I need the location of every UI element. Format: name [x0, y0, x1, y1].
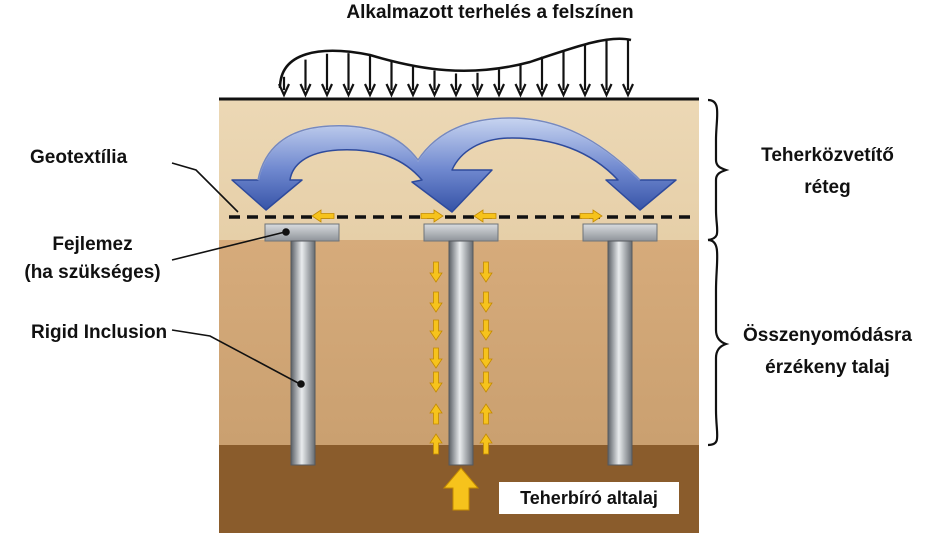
arch-arrow-icon: [231, 116, 677, 213]
load-arrow-head: [406, 83, 420, 98]
load-arrow-head: [363, 83, 377, 98]
small-arrow-icon: [311, 209, 603, 455]
leader-lines: [171, 162, 305, 388]
rigid-inclusion-label: Rigid Inclusion: [31, 322, 168, 343]
small-arrow-icon: [479, 403, 493, 425]
compressible-label-line1: Összenyomódásra: [743, 325, 912, 346]
transfer-brace: [707, 98, 730, 242]
small-arrow-icon: [479, 433, 493, 455]
pile-shaft: [448, 240, 474, 466]
geotextile-leader: [171, 162, 239, 213]
small-arrow-icon: [579, 209, 603, 223]
pile-cap: [582, 223, 658, 242]
rigid-leader-dot: [297, 380, 305, 388]
small-arrow-icon: [479, 371, 493, 393]
pile-cap-label: Fejlemez (ha szükséges): [0, 231, 185, 287]
load-arrow-head: [600, 83, 613, 98]
small-arrow-icon: [429, 319, 443, 341]
load-arrow-head: [449, 83, 463, 98]
load-arrow-head: [514, 83, 527, 98]
brace-icon: [707, 98, 730, 447]
small-arrow-icon: [429, 371, 443, 393]
pile-cap-label-line1: Fejlemez: [52, 234, 133, 255]
load-arrow-head: [578, 83, 592, 98]
load-arrow-head: [492, 83, 506, 98]
small-arrow-icon: [311, 209, 335, 223]
bearing-layer-label: Teherbíró altalaj: [499, 482, 679, 514]
load-arrow-head: [535, 83, 549, 98]
pile-shaft: [607, 240, 633, 466]
load-transfer-label-line1: Teherközvetítő: [761, 145, 894, 166]
load-transfer-layer-label: Teherközvetítő réteg: [720, 140, 935, 204]
compressible-soil-label: Összenyomódásra érzékeny talaj: [720, 320, 935, 384]
small-arrow-icon: [479, 291, 493, 313]
bearing-reaction-arrow-icon: [442, 467, 480, 511]
load-arrow-head: [342, 83, 355, 98]
compressible-label-line2: érzékeny talaj: [765, 357, 890, 378]
rigid-leader: [171, 329, 301, 385]
small-arrow-icon: [429, 403, 443, 425]
small-arrow-icon: [429, 261, 443, 283]
load-arrow-head: [385, 83, 398, 98]
small-arrow-icon: [429, 433, 443, 455]
load-arrow-head: [557, 83, 570, 98]
load-arrow-icon: [277, 40, 635, 98]
cap-leader: [171, 231, 286, 261]
load-curve: [278, 37, 632, 89]
pile-center: [423, 223, 499, 466]
pile-right: [582, 223, 658, 466]
load-arrow-head: [299, 83, 312, 98]
load-arrow-head: [621, 83, 635, 98]
load-arrow-head: [428, 83, 441, 98]
pile-cap-label-line2: (ha szükséges): [24, 262, 161, 283]
applied-load-distribution: [219, 37, 699, 101]
load-transfer-label-line2: réteg: [804, 177, 851, 198]
applied-load-label: Alkalmazott terhelés a felszínen: [346, 2, 634, 23]
compressible-brace: [707, 238, 730, 447]
pile-left: [264, 223, 340, 466]
pile-cap: [423, 223, 499, 242]
load-arrow-head: [320, 83, 334, 98]
load-arrow-head: [471, 83, 484, 98]
small-arrow-icon: [420, 209, 444, 223]
geotextile-label: Geotextília: [30, 147, 128, 168]
cap-leader-dot: [282, 228, 290, 236]
small-arrow-icon: [479, 347, 493, 369]
pile-cap: [264, 223, 340, 242]
small-arrow-icon: [479, 261, 493, 283]
load-arrow-head: [277, 83, 291, 98]
small-arrow-icon: [429, 347, 443, 369]
small-arrow-icon: [473, 209, 497, 223]
pile-shaft: [290, 240, 316, 466]
small-arrow-icon: [479, 319, 493, 341]
small-arrow-icon: [429, 291, 443, 313]
